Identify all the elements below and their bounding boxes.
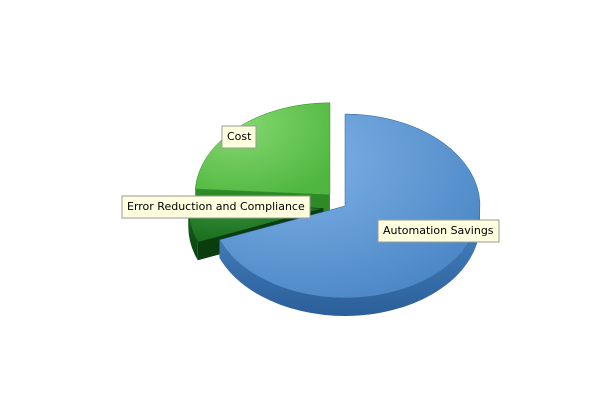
slice-label-box [221, 125, 257, 149]
slice-label-box [377, 219, 500, 243]
slice-label-cost: Cost [221, 125, 257, 149]
pie-slice-cost[interactable] [194, 102, 331, 196]
slice-label-text: Error Reduction and Compliance [127, 200, 305, 213]
pie-label-layer: Automation Savings Error Reduction and Co… [121, 125, 500, 243]
slice-label-text: Cost [227, 130, 252, 143]
slice-label-text: Automation Savings [383, 224, 494, 237]
slice-label-box [121, 195, 311, 219]
slice-label-automation-savings: Automation Savings [377, 219, 500, 243]
pie-slice-automation-savings[interactable] [219, 113, 481, 299]
slice-label-error-reduction-and-compliance: Error Reduction and Compliance [121, 195, 311, 219]
